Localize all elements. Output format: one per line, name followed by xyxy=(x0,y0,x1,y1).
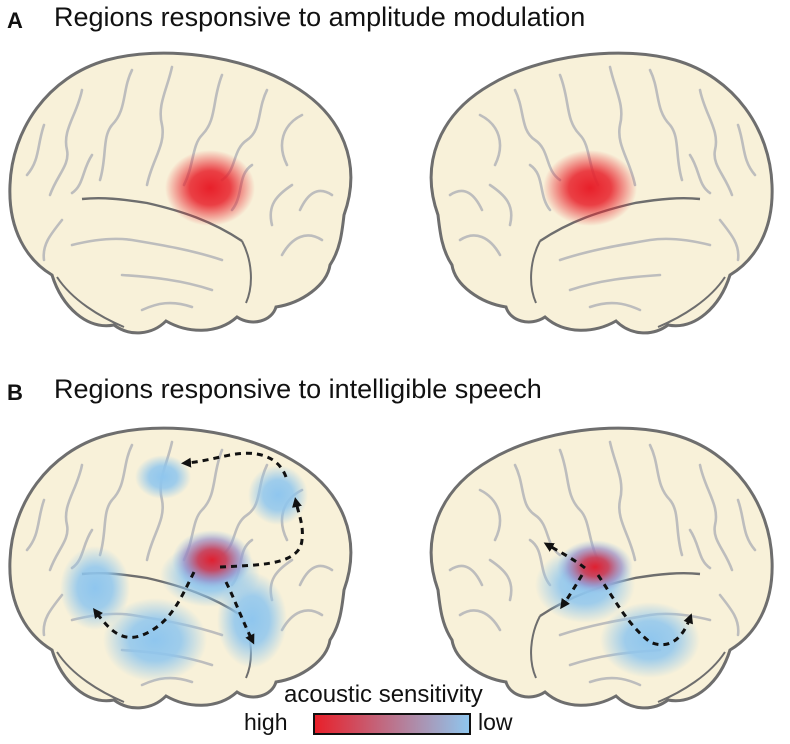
legend-low-label: low xyxy=(478,709,513,735)
panel-a-title: Regions responsive to amplitude modulati… xyxy=(54,2,586,32)
a-left-red-blob xyxy=(165,150,255,226)
arrow-r-aud-to-front xyxy=(543,542,586,570)
b-right-blue-temporal xyxy=(600,602,700,678)
b-left-mixed-auditory xyxy=(172,530,252,590)
panel-a-letter: A xyxy=(7,8,23,33)
b-left-blue-parietal xyxy=(248,465,308,525)
arrow-aud-to-parietal xyxy=(219,497,304,569)
arrow-r-aud-down xyxy=(560,574,584,610)
a-right-red-blob xyxy=(543,150,637,226)
b-left-blue-ant-temporal xyxy=(103,598,207,682)
panel-b-title: Regions responsive to intelligible speec… xyxy=(54,374,542,404)
arrow-aud-to-ifg xyxy=(92,571,196,639)
legend-gradient-bar xyxy=(313,713,471,735)
legend-title: acoustic sensitivity xyxy=(284,681,483,708)
b-left-blue-frontal xyxy=(135,455,191,499)
arrow-r-aud-to-post xyxy=(596,574,693,647)
b-right-mixed-auditory xyxy=(557,540,633,594)
legend-high-label: high xyxy=(244,709,288,735)
b-left-blue-ifg xyxy=(60,546,130,630)
panel-b-letter: B xyxy=(7,380,23,405)
arrow-aud-to-temporal xyxy=(224,581,255,645)
